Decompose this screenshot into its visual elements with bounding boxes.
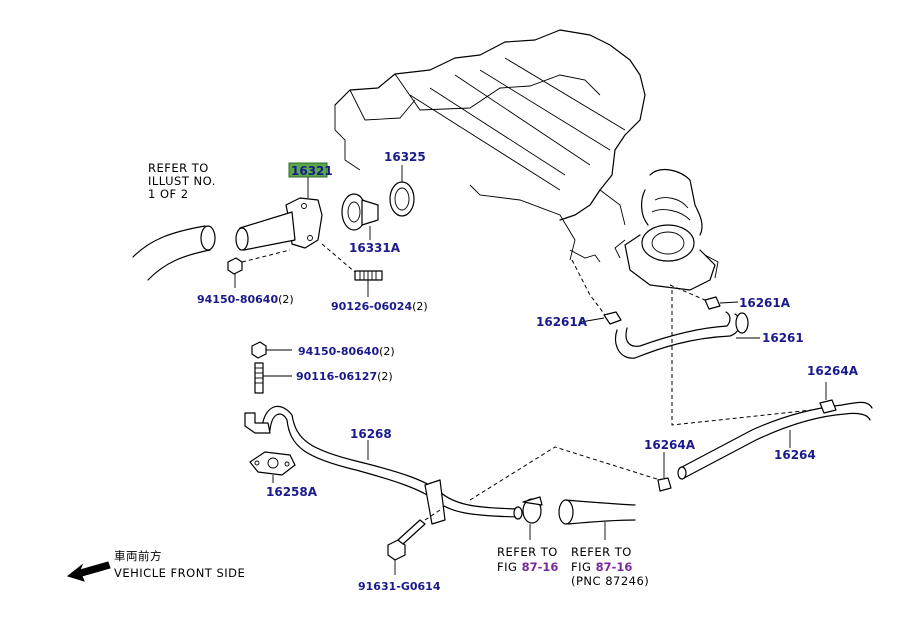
part-16268[interactable]: 16268: [350, 427, 392, 441]
hose-16264: [677, 401, 873, 480]
qty-90126: (2): [412, 300, 428, 313]
direction-label-jp: 車両前方: [114, 549, 162, 563]
part-94150-80640-top[interactable]: 94150-80640: [197, 293, 278, 306]
part-90116-06127[interactable]: 90116-06127: [296, 370, 377, 383]
part-90116-row: 90116-06127(2): [296, 370, 393, 383]
refer-fig1-line1: REFER TO: [497, 545, 558, 559]
refer-illust-line2: ILLUST NO.: [148, 174, 216, 188]
part-16264A-top[interactable]: 16264A: [807, 364, 859, 378]
refer-fig1-line2: FIG 87-16: [497, 560, 558, 574]
part-16321[interactable]: 16321: [291, 164, 333, 178]
clamp-16264A-top: [819, 382, 837, 414]
part-16261[interactable]: 16261: [762, 331, 804, 345]
refer-illust-line3: 1 OF 2: [148, 187, 189, 201]
refer-fig2-link[interactable]: 87-16: [596, 560, 633, 574]
refer-fig2-line1: REFER TO: [571, 545, 632, 559]
refer-fig2-pnc: (PNC 87246): [571, 574, 649, 588]
part-91631-G0614[interactable]: 91631-G0614: [358, 580, 441, 593]
refer-fig2-prefix: FIG: [571, 560, 596, 574]
direction-label-en: VEHICLE FRONT SIDE: [114, 566, 245, 580]
throttle-body: [614, 168, 719, 291]
refer-fig1-prefix: FIG: [497, 560, 522, 574]
pipe-16268: [244, 405, 523, 525]
part-90126-row: 90126-06024(2): [331, 300, 428, 313]
refer-fig2-line2: FIG 87-16: [571, 560, 632, 574]
front-direction-arrow-icon: [66, 561, 111, 582]
part-94150-80640-lower[interactable]: 94150-80640: [298, 345, 379, 358]
part-16258A[interactable]: 16258A: [266, 485, 318, 499]
qty-90116: (2): [377, 370, 393, 383]
part-16264A-mid[interactable]: 16264A: [644, 438, 696, 452]
dashed-line-lower: [469, 446, 661, 501]
part-16261A-right[interactable]: 16261A: [739, 296, 791, 310]
stud-90116: [254, 362, 292, 394]
engine-outline: [334, 29, 646, 263]
part-16331A[interactable]: 16331A: [349, 241, 401, 255]
radiator-hose-left: [132, 225, 216, 281]
nut-94150-lower: [251, 341, 292, 359]
gasket-16325: [389, 165, 415, 217]
bolt-91631: [387, 509, 441, 575]
water-inlet-16321: [235, 162, 328, 251]
clamp-lower: [522, 496, 543, 540]
hose-87246: [558, 499, 636, 540]
stud-90126: [321, 243, 383, 297]
clamp-16264A-mid: [657, 452, 672, 492]
part-90126-06024[interactable]: 90126-06024: [331, 300, 412, 313]
gasket-16258A: [249, 451, 296, 483]
qty-94150-lower: (2): [379, 345, 395, 358]
part-16261A-left[interactable]: 16261A: [536, 315, 588, 329]
refer-fig1-link[interactable]: 87-16: [522, 560, 559, 574]
part-16325[interactable]: 16325: [384, 150, 426, 164]
nut-94150-top: [227, 249, 291, 288]
part-94150-lower-row: 94150-80640(2): [298, 345, 395, 358]
thermostat-16331A: [341, 193, 379, 240]
part-94150-top-row: 94150-80640(2): [197, 293, 294, 306]
part-16264[interactable]: 16264: [774, 448, 816, 462]
qty-94150-top: (2): [278, 293, 294, 306]
hose-16261: [571, 259, 813, 426]
refer-illust-line1: REFER TO: [148, 161, 209, 175]
